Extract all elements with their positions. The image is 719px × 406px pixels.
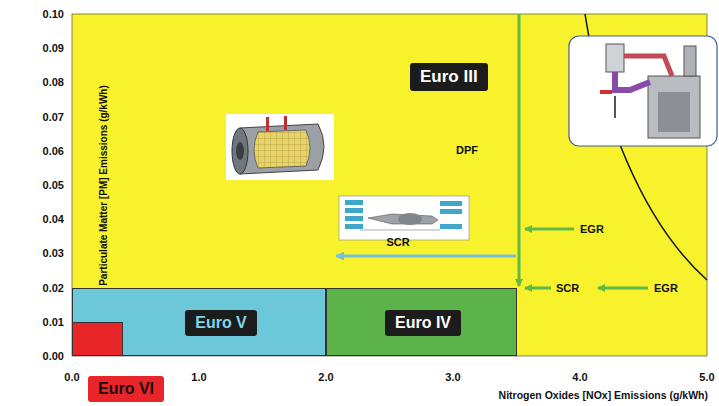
scr-system-illustration <box>339 196 469 240</box>
tick-label: 5.0 <box>699 371 714 383</box>
standard-name: Euro VI <box>88 376 164 402</box>
tick-label: 0.01 <box>43 316 64 328</box>
tick-label: 4.0 <box>572 371 587 383</box>
tick-label: 0.09 <box>43 42 64 54</box>
tick-label: 0.07 <box>43 111 64 123</box>
standard-label-box: Euro III <box>410 63 488 91</box>
standard-name: Euro V <box>185 310 257 336</box>
technology-label: EGR <box>580 223 604 235</box>
standard-name: Euro III <box>410 63 488 91</box>
axis-title: Particulate Matter [PM] Emissions (g/kWh… <box>98 85 109 286</box>
euro-iii-limit-line <box>518 14 521 286</box>
tick-label: 0.02 <box>43 282 64 294</box>
axis-title: Nitrogen Oxides [NOx] Emissions (g/kWh) <box>499 389 708 401</box>
tick-label: 1.0 <box>191 371 206 383</box>
tick-label: 2.0 <box>318 371 333 383</box>
tick-label: 0.0 <box>64 371 79 383</box>
plot-area <box>72 14 707 356</box>
tick-label: 0.06 <box>43 145 64 157</box>
scr-arrow <box>525 287 551 290</box>
technology-label: EGR <box>654 282 678 294</box>
dpf-illustration <box>226 114 334 180</box>
tick-label: 0.03 <box>43 247 64 259</box>
emission-zone: Euro VI <box>72 322 123 356</box>
tick-label: 0.04 <box>43 213 64 225</box>
engine-egr-illustration <box>569 36 717 146</box>
tick-label: 0.00 <box>43 350 64 362</box>
tick-label: 3.0 <box>445 371 460 383</box>
tick-label: 0.10 <box>43 8 64 20</box>
technology-label: SCR <box>386 236 409 248</box>
scr-arrow <box>336 255 516 258</box>
technology-label: SCR <box>556 282 579 294</box>
tick-label: 0.05 <box>43 179 64 191</box>
egr-arrow <box>598 287 648 290</box>
technology-label: DPF <box>456 144 478 156</box>
egr-arrow <box>525 228 574 231</box>
emission-zone: Euro IV <box>326 288 517 356</box>
standard-name: Euro IV <box>385 310 461 336</box>
tick-label: 0.08 <box>43 76 64 88</box>
